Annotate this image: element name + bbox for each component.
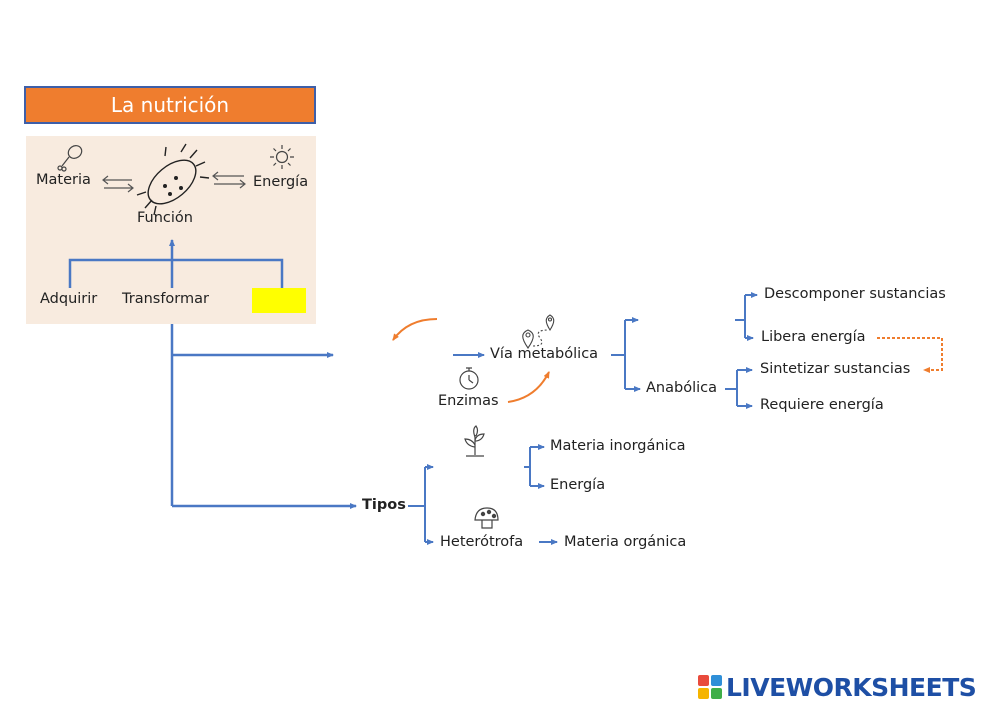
drumstick-icon	[57, 145, 83, 172]
page-title: La nutrición	[110, 93, 230, 117]
main-trunk-lines	[170, 324, 357, 509]
bacterium-icon	[136, 143, 210, 216]
via-metabolica-label: Vía metabólica	[490, 346, 599, 362]
funcion-label: Función	[137, 210, 193, 226]
title-box: La nutrición	[24, 86, 316, 124]
heterotrofa-label: Heterótrofa	[440, 534, 524, 550]
anabolica-label: Anabólica	[646, 380, 717, 396]
plant-icon	[464, 425, 485, 457]
enzimas-label: Enzimas	[438, 393, 499, 409]
types-lines	[408, 444, 558, 545]
descomponer-label: Descomponer sustancias	[764, 286, 946, 302]
mushroom-icon	[474, 507, 499, 529]
sun-icon	[270, 145, 294, 169]
function-tree-lines	[68, 239, 284, 288]
requiere-energia-label: Requiere energía	[760, 397, 884, 413]
materia-organica-label: Materia orgánica	[564, 534, 687, 550]
exchange-arrows	[102, 171, 246, 193]
materia-label: Materia	[36, 172, 91, 188]
answer-blank-input[interactable]	[252, 288, 306, 313]
brand-text: LIVEWORKSHEETS	[726, 672, 977, 702]
stopwatch-icon	[459, 367, 479, 390]
adquirir-label: Adquirir	[40, 291, 98, 307]
location-route-icon	[522, 314, 555, 349]
transformar-label: Transformar	[122, 291, 209, 307]
metabolism-lines	[453, 292, 758, 409]
orange-arrows	[392, 318, 943, 403]
energia-label: Energía	[253, 174, 309, 190]
energia-type-label: Energía	[550, 477, 606, 493]
materia-inorganica-label: Materia inorgánica	[550, 438, 686, 454]
libera-energia-label: Libera energía	[761, 329, 866, 345]
tipos-label: Tipos	[362, 497, 406, 513]
sintetizar-label: Sintetizar sustancias	[760, 361, 911, 377]
brand-blocks-icon	[698, 675, 722, 699]
brand-logo: LIVEWORKSHEETS	[698, 672, 977, 702]
